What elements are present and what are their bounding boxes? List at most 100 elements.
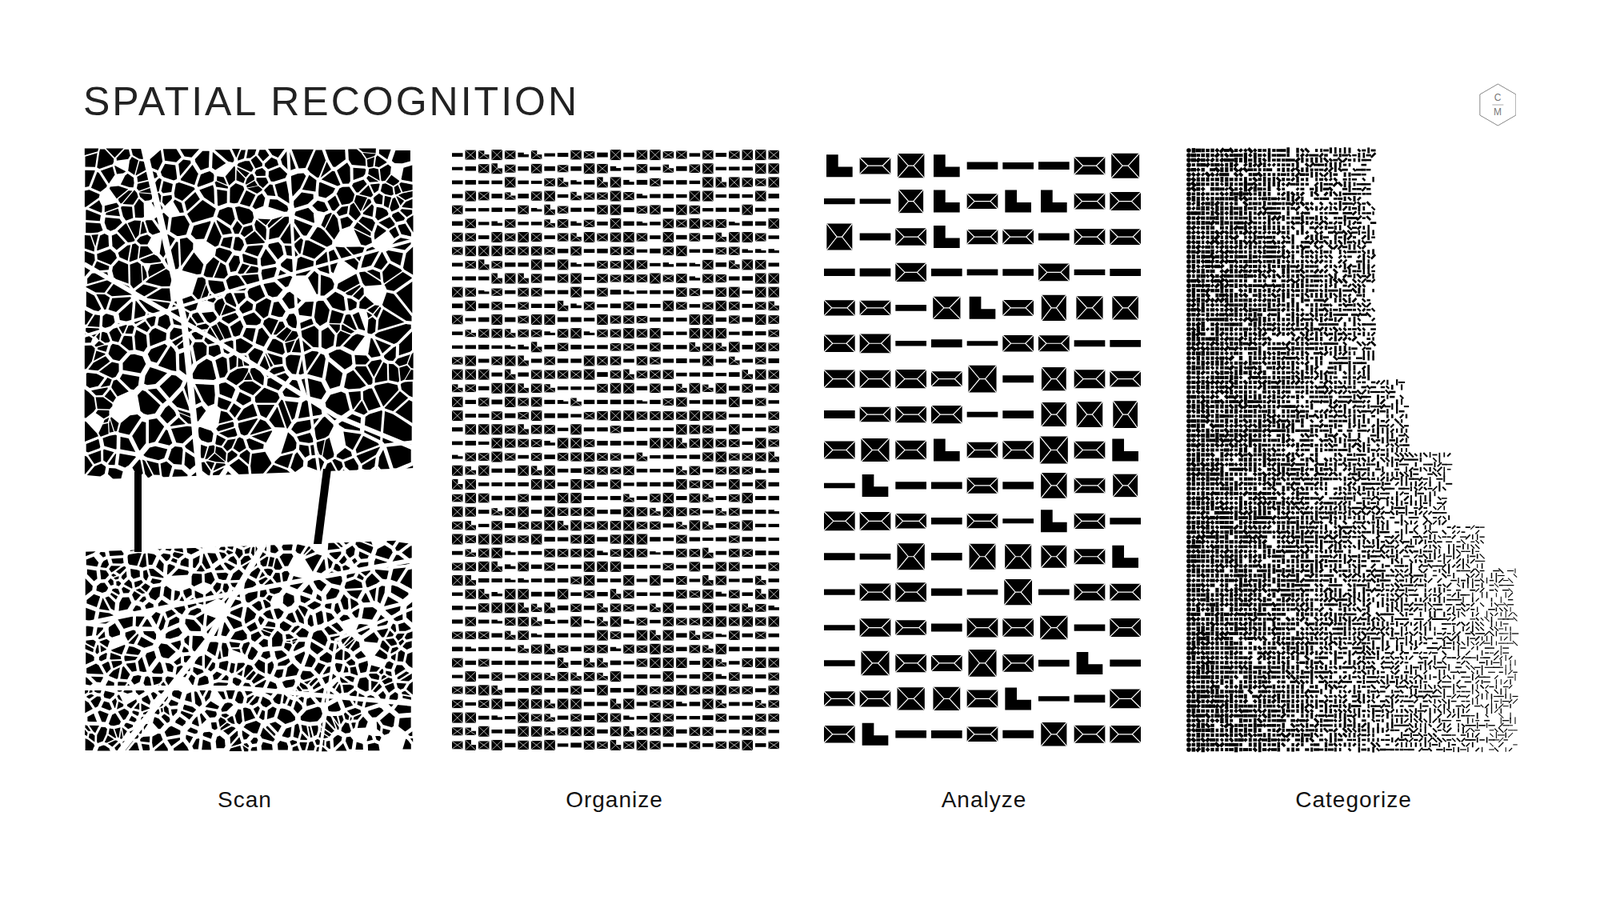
building-block	[108, 713, 121, 727]
building-block	[369, 664, 380, 672]
building-block	[300, 595, 311, 604]
footprint	[728, 315, 740, 324]
footprint	[596, 260, 608, 269]
notch	[642, 192, 648, 196]
footprint	[584, 220, 595, 228]
building-block	[89, 725, 100, 734]
footprint-shape	[544, 276, 555, 280]
footprint	[728, 276, 740, 280]
building-block	[228, 255, 240, 272]
building-block	[132, 710, 139, 716]
building-block	[119, 597, 132, 612]
building-block	[404, 631, 413, 640]
building-block	[190, 359, 216, 381]
building-block	[368, 673, 380, 680]
building-block	[247, 621, 259, 632]
footprint	[478, 221, 489, 225]
footprint	[742, 204, 753, 216]
building-block	[263, 609, 274, 620]
building-block	[287, 699, 293, 707]
footprint	[557, 152, 568, 157]
footprint	[702, 176, 713, 188]
building-block	[230, 606, 244, 618]
building-block	[221, 642, 229, 657]
building-block	[217, 396, 232, 410]
building-block	[192, 555, 200, 568]
footprint	[755, 287, 766, 298]
building-block	[292, 745, 300, 752]
footprint-shape	[702, 248, 713, 253]
building-block	[375, 649, 388, 660]
footprint	[544, 314, 555, 325]
building-block	[358, 148, 376, 153]
building-block	[265, 621, 276, 628]
footprint-shape	[702, 290, 713, 295]
footprint-shape	[544, 153, 555, 157]
building-block	[379, 668, 384, 675]
footprint	[596, 329, 608, 338]
building-block	[325, 149, 346, 168]
footprint	[636, 260, 648, 269]
building-block	[282, 694, 288, 704]
footprint	[570, 166, 581, 172]
footprint	[557, 176, 569, 187]
building-block	[167, 616, 180, 628]
footprint	[504, 262, 516, 267]
footprint-shape	[584, 180, 595, 185]
footprint	[544, 262, 555, 267]
footprint	[716, 262, 727, 268]
building-block	[316, 593, 322, 601]
building-block	[134, 580, 144, 588]
building-block	[236, 663, 245, 673]
building-block	[271, 301, 286, 317]
building-block	[384, 196, 392, 208]
building-block	[384, 596, 399, 607]
building-block	[140, 736, 150, 743]
building-block	[283, 592, 295, 608]
footprint	[531, 259, 542, 270]
footprint	[464, 317, 476, 321]
footprint-shape	[452, 167, 463, 171]
building-block	[165, 609, 176, 619]
footprint	[517, 316, 528, 324]
building-block	[357, 716, 368, 728]
building-block	[304, 653, 316, 668]
footprint-shape	[649, 221, 660, 225]
building-block	[307, 741, 316, 751]
building-block	[109, 652, 121, 660]
building-block	[235, 708, 243, 724]
notch	[616, 165, 622, 168]
footprint	[728, 193, 740, 199]
footprint-shape	[584, 317, 595, 322]
footprint	[544, 218, 556, 228]
footprint-shape	[742, 317, 753, 323]
building-block	[336, 684, 342, 694]
footprint	[517, 272, 529, 284]
footprint-shape	[610, 289, 621, 295]
footprint-shape	[676, 166, 687, 172]
footprint-shape	[768, 235, 780, 239]
notch	[629, 289, 636, 292]
building-block	[158, 615, 166, 631]
footprint	[768, 150, 780, 160]
building-block	[359, 296, 374, 310]
footprint-shape	[452, 276, 463, 281]
footprint	[689, 164, 700, 173]
building-block	[402, 696, 412, 700]
notch	[760, 248, 767, 251]
footprint	[504, 317, 516, 323]
footprint	[452, 287, 463, 298]
footprint-shape	[544, 166, 555, 172]
footprint	[504, 219, 516, 228]
building-block	[152, 716, 164, 729]
footprint	[663, 193, 674, 199]
footprint	[557, 317, 568, 323]
building-block	[354, 355, 370, 365]
footprint	[623, 328, 634, 339]
footprint	[755, 149, 766, 160]
footprint	[728, 287, 740, 298]
footprint	[491, 232, 502, 243]
building-block	[268, 199, 289, 212]
footprint	[544, 235, 555, 240]
building-block	[259, 572, 265, 579]
